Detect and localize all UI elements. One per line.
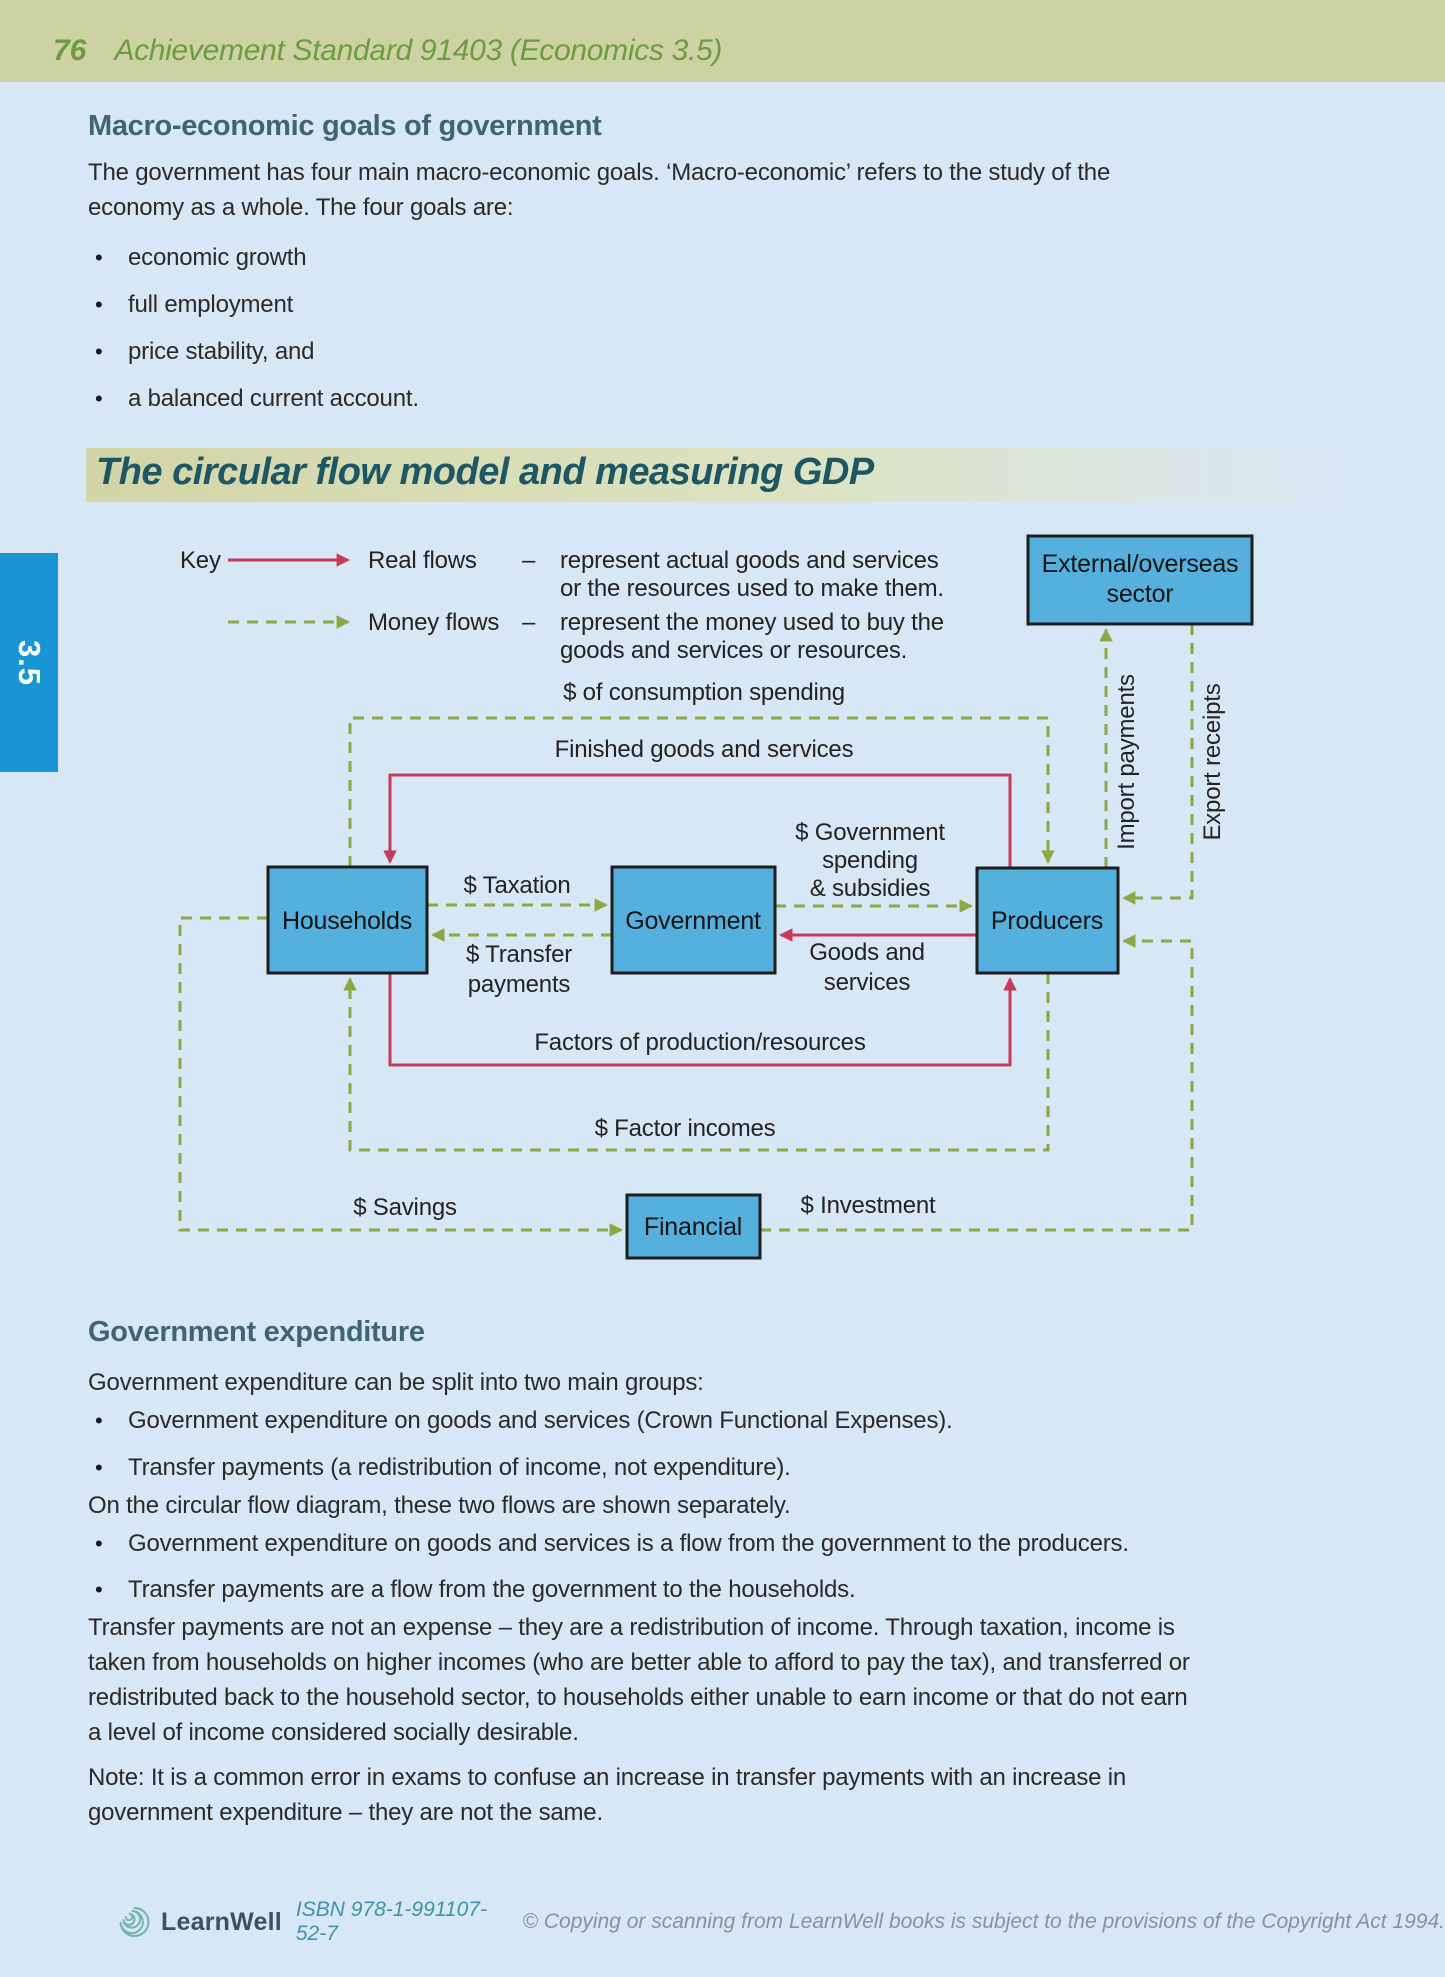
consumption-spending-flow <box>348 716 1055 867</box>
list-item: • Government expenditure on goods and se… <box>95 1526 1129 1561</box>
consumption-spending-label: $ of consumption spending <box>563 679 845 706</box>
external-sector-label-line-1: External/overseas <box>1042 550 1239 578</box>
list-item: • a balanced current account. <box>95 381 419 416</box>
key-real-desc-line-1: represent actual goods and services <box>560 547 939 574</box>
list-item: • economic growth <box>95 240 419 275</box>
bullet-dot: • <box>95 292 103 317</box>
savings-label: $ Savings <box>353 1194 457 1221</box>
transfer-payments-label-line-1: $ Transfer <box>466 941 572 968</box>
households-box <box>266 865 429 975</box>
export-receipts-label: Export receipts <box>1199 683 1226 840</box>
bullet-text: a balanced current account. <box>128 385 419 412</box>
exam-note-paragraph: Note: It is a common error in exams to c… <box>88 1760 1126 1830</box>
factors-of-production-label: Factors of production/resources <box>534 1029 865 1056</box>
paragraph-line: taken from households on higher incomes … <box>88 1649 1190 1676</box>
bullet-text: Transfer payments are a flow from the go… <box>128 1576 856 1603</box>
page-footer: LearnWell ISBN 978-1-991107-52-7 © Copyi… <box>115 1898 1445 1946</box>
factor-incomes-flow <box>343 973 1050 1152</box>
page-number: 76 <box>53 34 87 67</box>
external-sector-box <box>1026 534 1254 626</box>
government-spending-label-line-2: spending <box>822 847 918 874</box>
chapter-side-tab: 3.5 <box>0 553 58 772</box>
goals-intro: The government has four main macro-econo… <box>88 155 1110 225</box>
list-item: • full employment <box>95 287 419 322</box>
financial-label: Financial <box>644 1213 742 1241</box>
bullet-text: economic growth <box>128 244 307 271</box>
list-item: • Transfer payments are a flow from the … <box>95 1572 856 1607</box>
gov-exp-intro: Government expenditure can be split into… <box>88 1369 704 1396</box>
bullet-text: Transfer payments (a redistribution of i… <box>128 1454 791 1481</box>
bullet-text: Government expenditure on goods and serv… <box>128 1530 1129 1557</box>
brand-name: LearnWell <box>161 1907 282 1936</box>
gov-exp-mid-text: On the circular flow diagram, these two … <box>88 1492 791 1519</box>
investment-label: $ Investment <box>800 1192 936 1219</box>
government-spending-label-line-1: $ Government <box>795 819 945 846</box>
goals-intro-line-2: economy as a whole. The four goals are: <box>88 194 514 221</box>
producers-box <box>975 866 1120 975</box>
header-content: 76 Achievement Standard 91403 (Economics… <box>53 34 722 68</box>
external-sector-label-line-2: sector <box>1107 580 1174 608</box>
government-spending-label-line-3: & subsidies <box>810 875 931 902</box>
key-label: Key <box>180 547 221 574</box>
key-dash: – <box>522 547 536 574</box>
paragraph-line: Transfer payments are not an expense – t… <box>88 1614 1175 1641</box>
goods-and-services-label-line-1: Goods and <box>809 939 925 966</box>
page-header-bar: 76 Achievement Standard 91403 (Economics… <box>0 0 1445 82</box>
bullet-dot: • <box>95 339 103 364</box>
flow-section-title-bar: The circular flow model and measuring GD… <box>86 448 1359 502</box>
bullet-dot: • <box>95 1455 103 1480</box>
paragraph-line: government expenditure – they are not th… <box>88 1799 603 1826</box>
bullet-text: full employment <box>128 291 294 318</box>
investment-flow <box>760 934 1194 1232</box>
key-money-flows-label: Money flows <box>368 609 499 636</box>
import-payments-label: Import payments <box>1113 674 1140 850</box>
bullet-dot: • <box>95 386 103 411</box>
bullet-dot: • <box>95 1531 103 1556</box>
bullet-dot: • <box>95 1408 103 1433</box>
learnwell-logo-icon <box>119 1907 150 1937</box>
finished-goods-label: Finished goods and services <box>555 736 854 763</box>
isbn-text: ISBN 978-1-991107-52-7 <box>295 1898 487 1945</box>
list-item: • price stability, and <box>95 334 419 369</box>
paragraph-line: redistributed back to the household sect… <box>88 1684 1188 1711</box>
households-label: Households <box>282 907 412 935</box>
flow-section-title: The circular flow model and measuring GD… <box>96 451 874 493</box>
gov-exp-heading: Government expenditure <box>88 1316 425 1348</box>
paragraph-line: a level of income considered socially de… <box>88 1719 579 1746</box>
transfer-payments-paragraph: Transfer payments are not an expense – t… <box>88 1610 1190 1750</box>
bullet-dot: • <box>95 1577 103 1602</box>
key-real-flows-label: Real flows <box>368 547 477 574</box>
export-receipts-flow <box>1121 624 1194 905</box>
key-real-desc-line-2: or the resources used to make them. <box>560 575 944 602</box>
goals-intro-line-1: The government has four main macro-econo… <box>88 159 1111 186</box>
transfer-payments-label-line-2: payments <box>468 971 571 998</box>
savings-flow <box>178 916 624 1237</box>
goals-heading: Macro-economic goals of government <box>88 110 602 142</box>
key-money-desc-line-1: represent the money used to buy the <box>560 609 944 636</box>
header-title: Achievement Standard 91403 (Economics 3.… <box>114 34 723 67</box>
financial-box <box>625 1193 762 1260</box>
goals-bullet-list: • economic growth • full employment • pr… <box>95 240 419 428</box>
producers-label: Producers <box>991 907 1103 935</box>
circular-flow-diagram: Key Real flows – represent actual goods … <box>178 534 1254 1260</box>
copyright-text: © Copying or scanning from LearnWell boo… <box>522 1910 1445 1933</box>
bullet-text: Government expenditure on goods and serv… <box>128 1407 953 1434</box>
factor-incomes-label: $ Factor incomes <box>595 1115 776 1142</box>
government-box <box>610 865 777 975</box>
government-label: Government <box>625 907 761 935</box>
list-item: • Government expenditure on goods and se… <box>95 1403 953 1438</box>
list-item: • Transfer payments (a redistribution of… <box>95 1450 791 1485</box>
bullet-text: price stability, and <box>128 338 315 365</box>
key-money-desc-line-2: goods and services or resources. <box>560 637 907 664</box>
factors-of-production-flow <box>388 973 1017 1067</box>
key-dash: – <box>522 609 536 636</box>
goods-and-services-label-line-2: services <box>824 969 911 996</box>
paragraph-line: Note: It is a common error in exams to c… <box>88 1764 1127 1791</box>
taxation-label: $ Taxation <box>464 872 571 899</box>
bullet-dot: • <box>95 245 103 270</box>
finished-goods-flow <box>383 773 1012 868</box>
